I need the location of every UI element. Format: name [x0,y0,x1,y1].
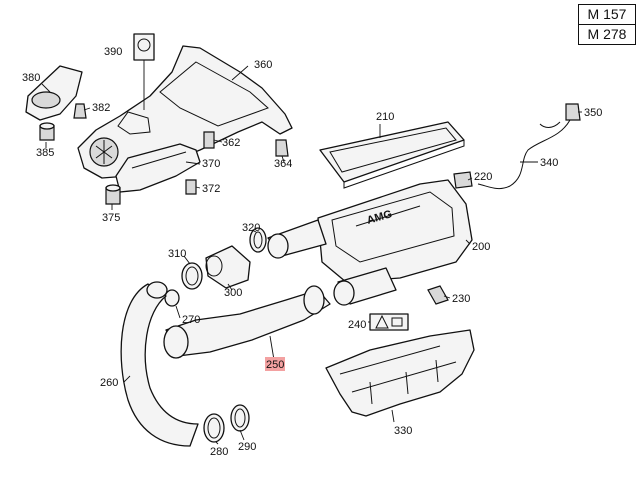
clip-364 [275,139,289,157]
callout-382: 382 [92,102,110,114]
warning-label-390 [133,33,155,61]
callout-370: 370 [202,158,220,170]
air-filter-element-210 [319,121,465,189]
callout-385: 385 [36,147,54,159]
callout-280: 280 [210,446,228,458]
sensor-350 [565,103,581,121]
callout-210: 210 [376,111,394,123]
seal-ring-320 [249,227,267,253]
callout-362: 362 [222,137,240,149]
callout-320: 320 [242,222,260,234]
callout-250: 250 [266,359,284,371]
seal-280 [203,413,225,443]
highlight-250 [265,357,285,371]
intake-hose-260 [120,281,199,447]
callout-390: 390 [104,46,122,58]
intake-cover-380 [25,65,83,121]
callout-220: 220 [474,171,492,183]
clip-382 [73,103,87,119]
callout-372: 372 [202,183,220,195]
callout-364: 364 [274,158,292,170]
engine-cover-360 [77,45,293,179]
model-label-2: M 278 [579,24,635,44]
hose-clamp-310 [181,262,203,290]
side-cover-370 [115,143,201,193]
callout-200: 200 [472,241,490,253]
leader-lines [41,60,582,445]
hose-clamp-290 [230,404,250,432]
callout-340: 340 [540,157,558,169]
callout-330: 330 [394,425,412,437]
callout-270: 270 [182,314,200,326]
callout-350: 350 [584,107,602,119]
callout-230: 230 [452,293,470,305]
lower-air-duct-330 [325,329,475,417]
air-mass-sensor-300 [205,245,251,289]
callout-300: 300 [224,287,242,299]
callout-310: 310 [168,248,186,260]
callout-290: 290 [238,441,256,453]
air-filter-housing-200: AMG [267,179,473,306]
clip-230 [427,285,449,305]
warning-label-240 [369,313,409,331]
callout-240: 240 [348,319,366,331]
callout-375: 375 [102,212,120,224]
model-label-1: M 157 [587,6,627,22]
sensor-220 [453,171,473,189]
hose-clamp-270 [164,289,180,307]
clip-372 [185,179,197,195]
engine-model-box: M 157 M 278 [578,4,636,45]
grommet-375 [105,184,121,205]
grommet-385 [39,122,55,141]
wiring-harness-340 [477,119,571,190]
callout-260: 260 [100,377,118,389]
clip-362 [203,131,215,149]
callout-380: 380 [22,72,40,84]
callout-360: 360 [254,59,272,71]
callout-labels: 380 390 360 382 385 362 364 370 372 375 … [22,46,602,458]
intake-duct-250 [163,285,331,359]
